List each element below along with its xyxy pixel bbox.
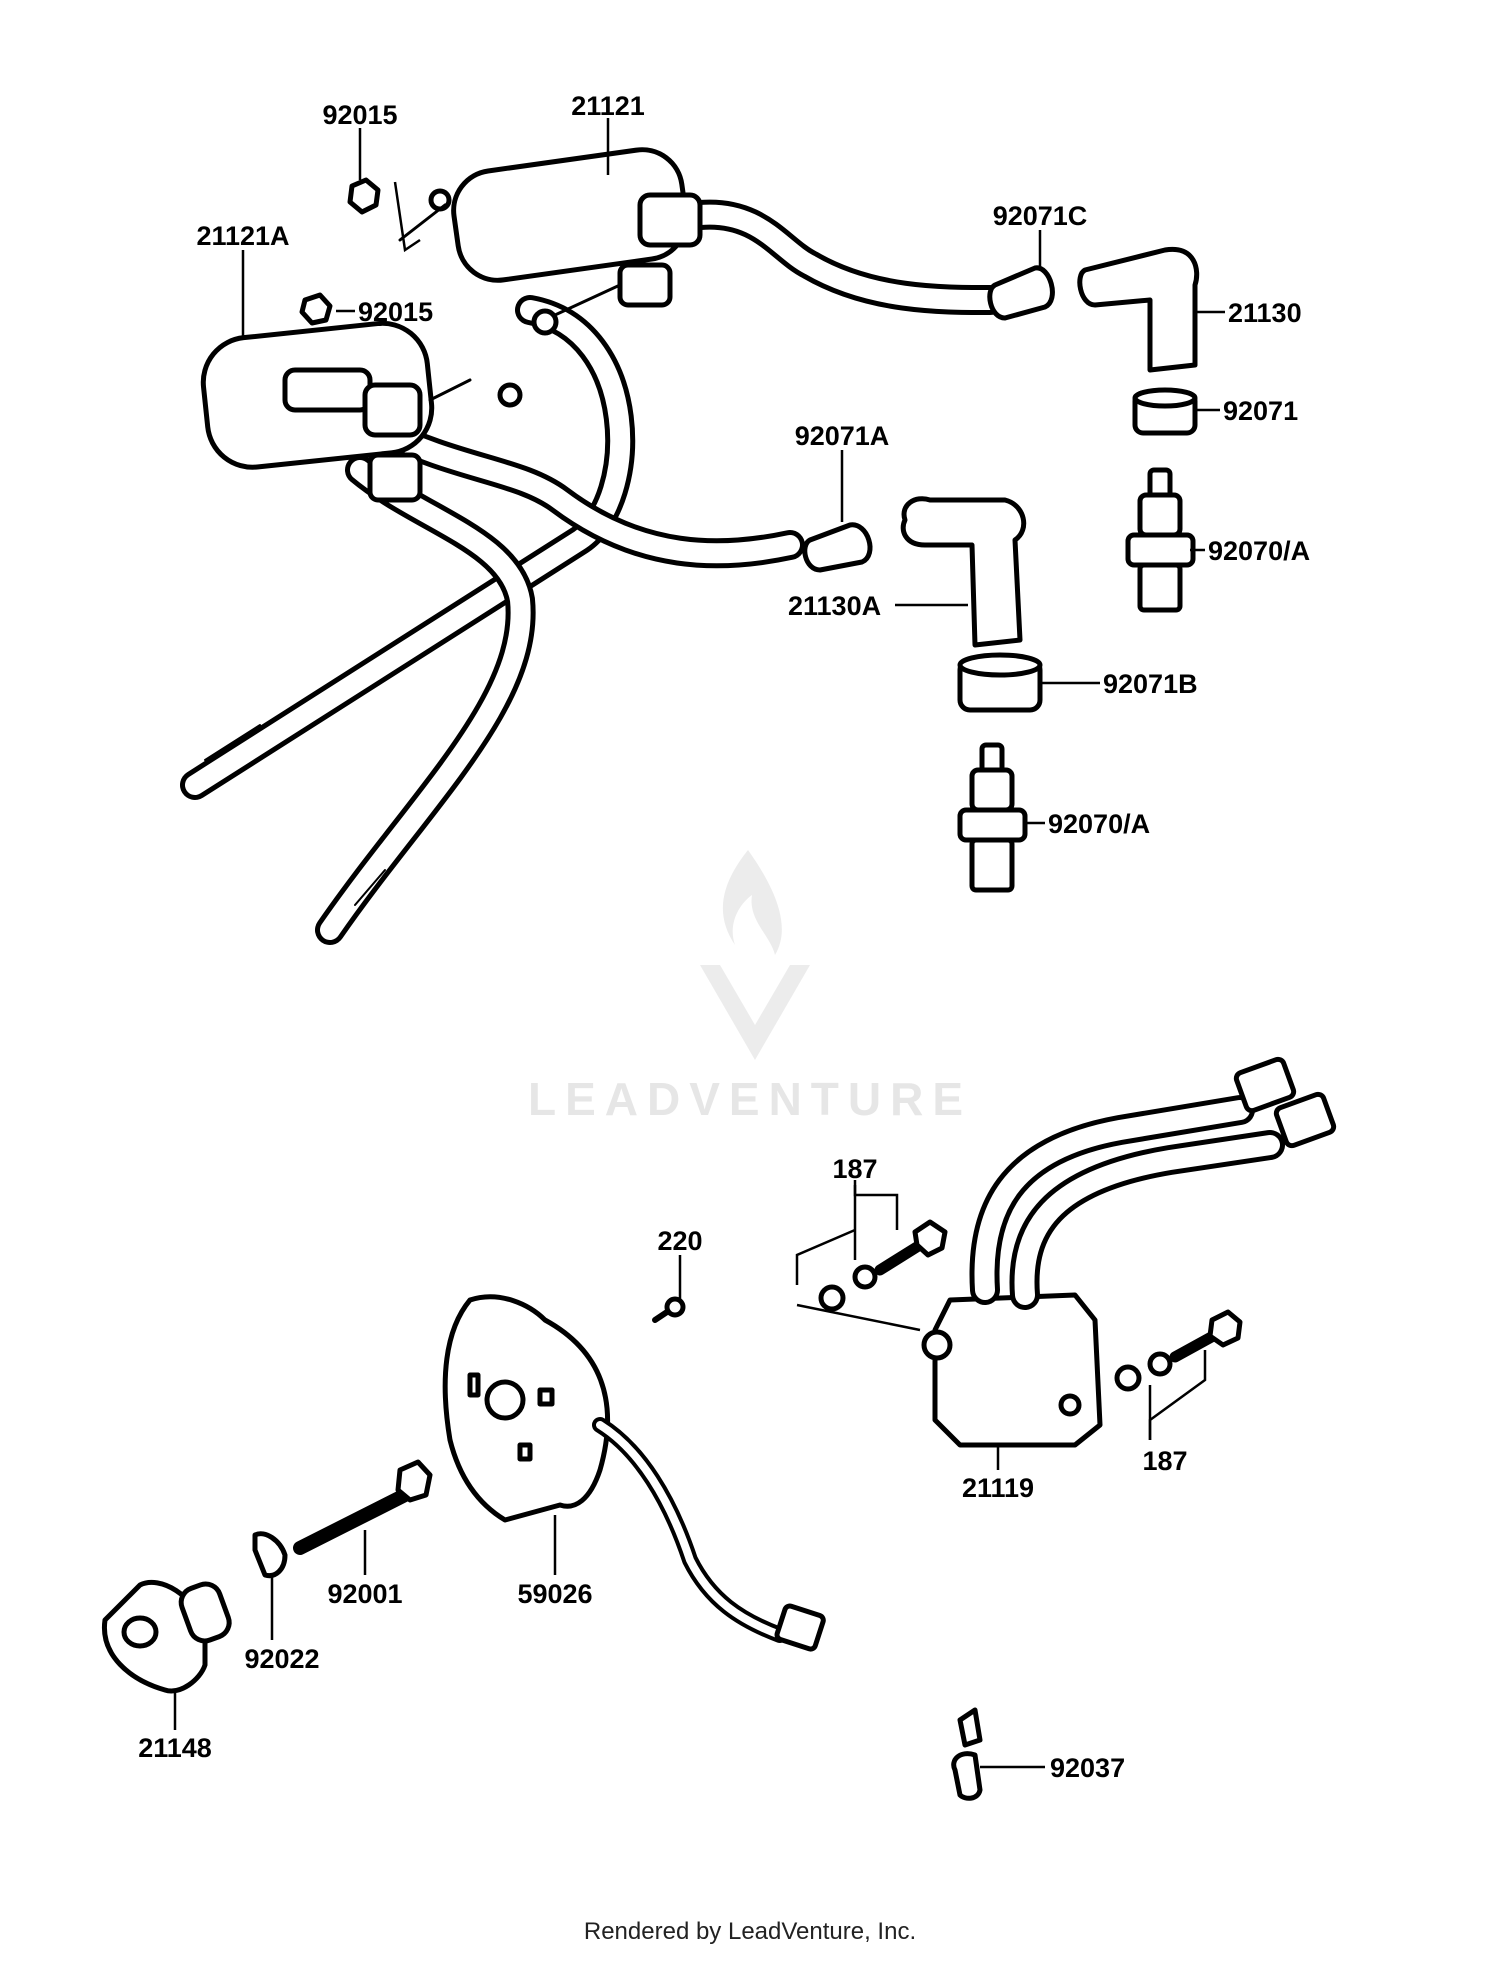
ignition-coil-21121A	[200, 320, 523, 503]
label-92015-mid: 92015	[358, 297, 433, 327]
timing-rotor-21148	[101, 1579, 232, 1694]
label-92071A: 92071A	[795, 421, 890, 451]
ignition-module-assembly	[101, 1056, 1337, 1801]
leader-lines-lower	[173, 1180, 1207, 1769]
label-21119: 21119	[962, 1473, 1034, 1503]
label-92015-top: 92015	[322, 100, 397, 130]
bolt-92001	[293, 1459, 433, 1555]
clamp-92037	[951, 1707, 983, 1801]
seal-92071B	[957, 652, 1043, 713]
label-92071B: 92071B	[1103, 669, 1198, 699]
seal-92071	[1132, 387, 1198, 436]
washer-92022	[252, 1531, 288, 1579]
label-21130: 21130	[1228, 298, 1302, 328]
label-21130A: 21130A	[788, 591, 881, 621]
footer-credit: Rendered by LeadVenture, Inc.	[583, 1918, 917, 1945]
label-21148: 21148	[138, 1733, 212, 1763]
bolt-187-right	[1114, 1309, 1243, 1392]
label-59026: 59026	[517, 1579, 592, 1609]
label-92070A-top: 92070/A	[1208, 536, 1310, 566]
plug-cap-21130	[1077, 246, 1200, 373]
ignition-coil-21121	[398, 147, 703, 336]
label-92037: 92037	[1050, 1753, 1125, 1783]
flame-logo-icon	[722, 850, 782, 955]
label-187-top: 187	[832, 1154, 877, 1184]
label-92001: 92001	[327, 1579, 402, 1609]
regulator-21119	[921, 1056, 1337, 1448]
label-21121A: 21121A	[196, 221, 289, 251]
leader-lines-upper	[241, 118, 1225, 825]
plug-cap-21130A	[900, 496, 1027, 648]
ignition-coil-assembly	[180, 147, 1200, 945]
label-92071C: 92071C	[993, 201, 1088, 231]
cap-92071C	[987, 265, 1055, 321]
nut-92015-mid	[299, 292, 333, 326]
part-labels: 92015 21121 21121A 92015 92071C 21130 92…	[138, 91, 1310, 1783]
watermark-text: LEADVENTURE	[528, 1073, 972, 1125]
label-21121: 21121	[571, 91, 645, 121]
label-92022: 92022	[244, 1644, 319, 1674]
cap-92071A	[802, 522, 873, 573]
bolt-187-top	[818, 1219, 948, 1312]
label-187-right: 187	[1142, 1446, 1187, 1476]
label-92070A-bottom: 92070/A	[1048, 809, 1150, 839]
spark-plug-92070A-top	[1125, 467, 1196, 613]
spark-plug-92070A-bottom	[957, 742, 1028, 893]
nut-92015-top	[347, 177, 381, 215]
label-92071: 92071	[1223, 396, 1298, 426]
leadventure-watermark: LEADVENTURE	[528, 850, 972, 1125]
screw-220	[652, 1296, 686, 1323]
v-logo-icon	[700, 965, 810, 1060]
pickup-plate-59026	[442, 1294, 826, 1652]
label-220: 220	[657, 1226, 702, 1256]
